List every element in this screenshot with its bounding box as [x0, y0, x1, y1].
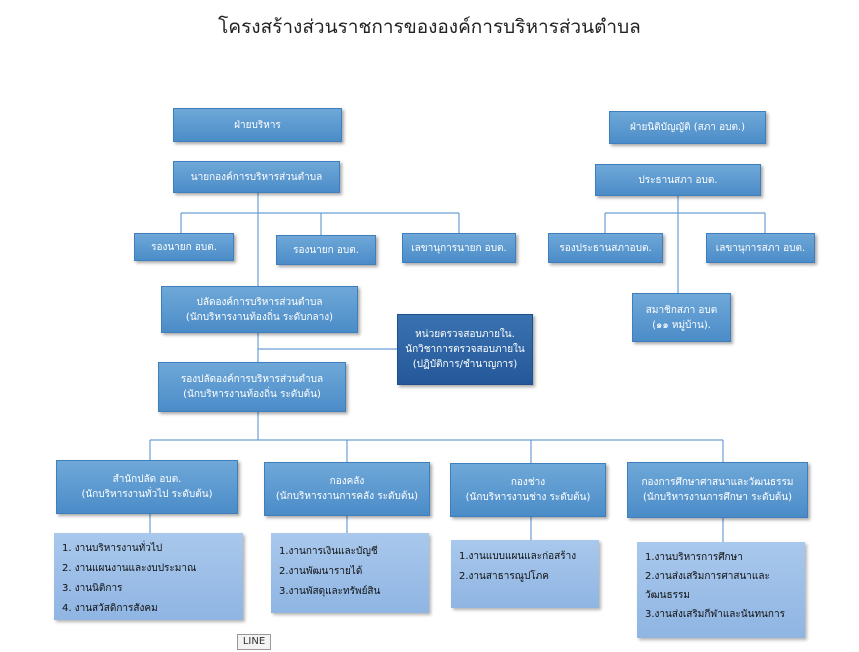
council-secretary-label: เลขานุการสภา อบต.	[715, 242, 806, 254]
council-members-box: สมาชิกสภา อบต (๑๑ หมู่บ้าน).	[632, 293, 731, 342]
deputy-clerk-line1: รองปลัดองค์การบริหารส่วนตำบล	[180, 374, 324, 385]
council-members-line1: สมาชิกสภา อบต	[645, 304, 718, 316]
deputy-clerk-line2: (นักบริหารงานท้องถิ่น ระดับต้น)	[183, 389, 321, 400]
deputy-clerk-box: รองปลัดองค์การบริหารส่วนตำบล (นักบริหารง…	[158, 362, 346, 412]
department-position: (นักบริหารงานช่าง ระดับต้น)	[465, 492, 591, 503]
duty-item: 4. งานสวัสดิการสังคม	[62, 603, 158, 614]
duty-list: 1. งานบริหารงานทั่วไป 2. งานแผนงานและงบป…	[54, 533, 243, 620]
line-tag[interactable]: LINE	[237, 634, 271, 650]
internal-audit-box: หน่วยตรวจสอบภายใน. นักวิชาการตรวจสอบภายใ…	[397, 314, 533, 385]
duty-list: 1.งานบริหารการศึกษา 2.งานส่งเสริมการศาสน…	[637, 542, 805, 638]
duty-item: 1.งานแบบแผนและก่อสร้าง	[459, 551, 577, 562]
department-position: (นักบริหารงานการศึกษา ระดับต้น)	[642, 492, 793, 503]
mayor-secretary-box: เลขานุการนายก อบต.	[402, 233, 516, 263]
audit-line3: (ปฏิบัติการ/ชำนาญการ)	[412, 359, 518, 370]
duty-item: 2.งานส่งเสริมการศาสนาและ	[645, 571, 770, 582]
deputy-mayor-1-label: รองนายก อบต.	[151, 241, 217, 253]
executive-branch-box: ฝ่ายบริหาร	[173, 108, 342, 142]
duty-item: 3.งานพัสดุและทรัพย์สิน	[279, 586, 381, 597]
mayor-secretary-label: เลขานุการนายก อบต.	[411, 242, 507, 254]
duty-item: 1. งานบริหารงานทั่วไป	[62, 543, 163, 554]
duty-item: 1.งานการเงินและบัญชี	[279, 546, 378, 557]
department-name: กองการศึกษาศาสนาและวัฒนธรรม	[641, 477, 794, 488]
mayor-label: นายกองค์การบริหารส่วนตำบล	[190, 171, 323, 183]
duty-list: 1.งานการเงินและบัญชี 2.งานพัฒนารายได้ 3.…	[271, 533, 429, 613]
duty-item: 1.งานบริหารการศึกษา	[645, 552, 743, 563]
council-vice-chair-label: รองประธานสภาอบต.	[559, 242, 652, 254]
department-box: กองการศึกษาศาสนาและวัฒนธรรม (นักบริหารงา…	[627, 462, 808, 518]
department-name: กองช่าง	[510, 477, 546, 488]
department-box: กองช่าง (นักบริหารงานช่าง ระดับต้น)	[450, 463, 606, 517]
duty-item: 2.งานสาธารณูปโภค	[459, 571, 549, 582]
chart-title: โครงสร้างส่วนราชการขององค์การบริหารส่วนต…	[218, 16, 641, 38]
council-chair-label: ประธานสภา อบต.	[638, 174, 718, 186]
duty-item: วัฒนธรรม	[645, 590, 690, 601]
duty-list: 1.งานแบบแผนและก่อสร้าง 2.งานสาธารณูปโภค	[451, 540, 599, 608]
audit-line1: หน่วยตรวจสอบภายใน.	[415, 329, 515, 340]
clerk-line1: ปลัดองค์การบริหารส่วนตำบล	[196, 296, 323, 308]
council-secretary-box: เลขานุการสภา อบต.	[706, 233, 815, 263]
council-chair-box: ประธานสภา อบต.	[595, 164, 761, 196]
council-vice-chair-box: รองประธานสภาอบต.	[548, 233, 663, 263]
duty-item: 3. งานนิติการ	[62, 583, 123, 594]
executive-branch-label: ฝ่ายบริหาร	[234, 119, 281, 131]
duty-item: 2.งานพัฒนารายได้	[279, 566, 363, 577]
deputy-mayor-2-label: รองนายก อบต.	[293, 244, 359, 256]
department-name: กองคลัง	[329, 476, 365, 487]
department-box: กองคลัง (นักบริหารงานการคลัง ระดับต้น)	[264, 462, 430, 516]
duty-item: 2. งานแผนงานและงบประมาณ	[62, 563, 197, 574]
audit-line2: นักวิชาการตรวจสอบภายใน	[405, 344, 525, 355]
clerk-line2: (นักบริหารงานท้องถิ่น ระดับกลาง)	[185, 311, 334, 323]
deputy-mayor-1-box: รองนายก อบต.	[134, 233, 234, 261]
legislative-branch-label: ฝ่ายนิติบัญญัติ (สภา อบต.)	[629, 122, 746, 133]
department-position: (นักบริหารงานทั่วไป ระดับต้น)	[81, 489, 213, 500]
department-name: สำนักปลัด อบต.	[112, 474, 182, 485]
department-position: (นักบริหารงานการคลัง ระดับต้น)	[275, 491, 419, 502]
duty-item: 3.งานส่งเสริมกีฬาและนันทนการ	[645, 609, 785, 620]
council-members-line2: (๑๑ หมู่บ้าน).	[652, 319, 711, 331]
deputy-mayor-2-box: รองนายก อบต.	[276, 235, 376, 265]
legislative-branch-box: ฝ่ายนิติบัญญัติ (สภา อบต.)	[609, 111, 766, 144]
clerk-box: ปลัดองค์การบริหารส่วนตำบล (นักบริหารงานท…	[161, 286, 358, 333]
department-box: สำนักปลัด อบต. (นักบริหารงานทั่วไป ระดับ…	[56, 460, 238, 514]
mayor-box: นายกองค์การบริหารส่วนตำบล	[173, 161, 340, 193]
